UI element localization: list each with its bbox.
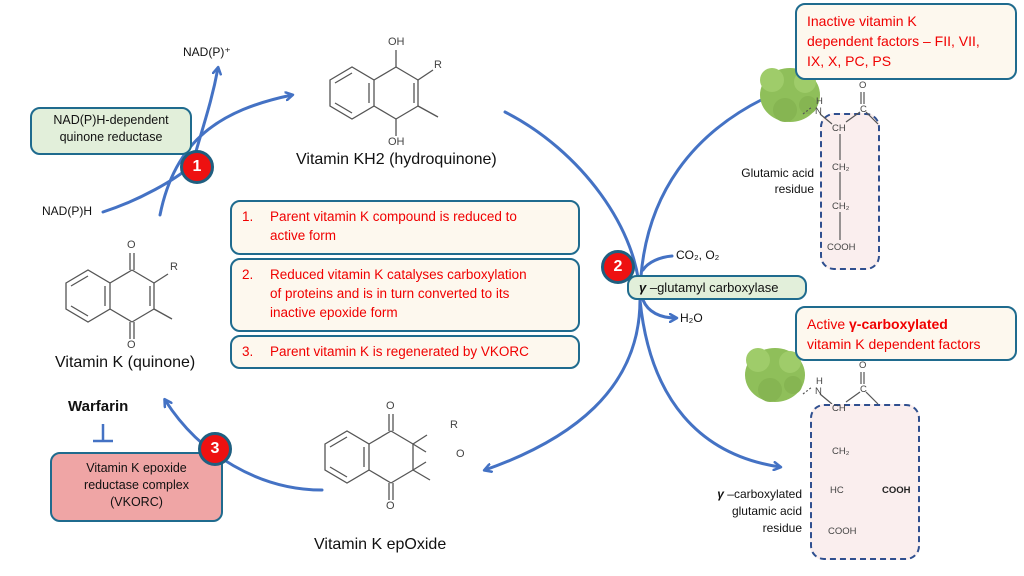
quinone-reductase-box: NAD(P)H-dependent quinone reductase <box>30 107 192 155</box>
inhibition-bar-icon <box>93 424 113 443</box>
inactive-factors-line1: Inactive vitamin K <box>807 13 917 29</box>
vkorc-line1: Vitamin K epoxide <box>86 461 187 475</box>
gamma-symbol-residue: γ <box>717 487 724 501</box>
inactive-atom-h: H <box>816 96 823 107</box>
inactive-atom-ch2a: CH₂ <box>832 162 850 173</box>
quinone-label: Vitamin K (quinone) <box>55 354 196 371</box>
nadph-label: NAD(P)H <box>42 204 92 218</box>
active-factors-line2: vitamin K dependent factors <box>807 336 981 352</box>
step-2-number: 2. <box>242 267 254 282</box>
quinone-bottom-o: O <box>127 339 136 351</box>
arrow-quinone-to-hydroquinone <box>158 95 292 217</box>
inactive-atom-o: O <box>859 80 867 91</box>
step-2-line3: inactive epoxide form <box>270 305 398 320</box>
step-note-1: 1. Parent vitamin K compound is reduced … <box>230 200 580 255</box>
active-atom-ch: CH <box>832 403 846 414</box>
step-3-line1: Parent vitamin K is regenerated by VKORC <box>270 344 529 359</box>
carboxylated-label-line1: –carboxylated <box>727 487 802 501</box>
inactive-atom-c: C <box>860 104 867 115</box>
inactive-factors-line2: dependent factors – FII, VII, <box>807 33 980 49</box>
carboxylase-box: γ –glutamyl carboxylase <box>627 275 807 300</box>
quinone-reductase-line1: NAD(P)H-dependent <box>53 113 169 127</box>
epoxide-bottom-o: O <box>386 500 395 512</box>
gamma-symbol: γ <box>639 280 647 295</box>
epoxide-top-o: O <box>386 400 395 412</box>
inactive-atom-cooh: COOH <box>827 242 856 253</box>
hydroquinone-structure <box>329 50 439 136</box>
glutamic-acid-label-line1: Glutamic acid <box>741 166 814 180</box>
step-1-number: 1. <box>242 209 254 224</box>
epoxide-r: R <box>450 419 458 431</box>
active-atom-hc: HC <box>830 485 844 496</box>
inactive-factors-line3: IX, X, PC, PS <box>807 53 892 69</box>
active-factors-box: Active γ-carboxylated vitamin K dependen… <box>795 306 1017 361</box>
active-atom-o: O <box>859 360 867 371</box>
active-atom-n: N <box>815 386 822 397</box>
glutamic-acid-label-line2: residue <box>774 182 814 196</box>
hydroquinone-bottom-oh: OH <box>388 136 405 148</box>
step-3-number: 3. <box>242 344 254 359</box>
epoxide-label: Vitamin K epOxide <box>314 536 447 553</box>
step-note-2: 2. Reduced vitamin K catalyses carboxyla… <box>230 258 580 332</box>
arrow-to-inactive-factor <box>638 96 767 302</box>
active-atom-cooh: COOH <box>828 526 857 537</box>
vkorc-box: Vitamin K epoxide reductase complex (VKO… <box>50 452 223 522</box>
active-factors-bold: γ-carboxylated <box>849 316 948 332</box>
quinone-top-o: O <box>127 239 136 251</box>
inactive-atom-ch2b: CH₂ <box>832 201 850 212</box>
inactive-factors-box: Inactive vitamin K dependent factors – F… <box>795 3 1017 80</box>
step-1-line2: active form <box>270 228 337 243</box>
step-badge-3: 3 <box>198 432 232 466</box>
glutamic-acid-label: Glutamic acid residue <box>720 165 814 197</box>
step-1-line1: Parent vitamin K compound is reduced to <box>270 209 517 224</box>
hydroquinone-label: Vitamin KH2 (hydroquinone) <box>296 151 497 168</box>
step-badge-1: 1 <box>180 150 214 184</box>
carboxylated-residue-box <box>810 404 920 560</box>
vkorc-line3: (VKORC) <box>110 495 163 509</box>
step-2-line2: of proteins and is in turn converted to … <box>270 286 510 301</box>
h2o-label: H₂O <box>680 311 703 325</box>
arrow-to-active-factor <box>638 298 780 467</box>
arrow-epoxide-to-quinone <box>165 400 324 492</box>
carboxylated-label-line2: glutamic acid <box>731 504 802 518</box>
active-atom-cooh-side: COOH <box>882 485 911 496</box>
step-2-line1: Reduced vitamin K catalyses carboxylatio… <box>270 267 527 282</box>
epoxide-structure <box>324 414 431 500</box>
carboxylated-residue-label: γ –carboxylated glutamic acid residue <box>690 486 802 537</box>
quinone-structure <box>65 253 173 339</box>
nadp-plus-label: NAD(P)⁺ <box>183 45 231 59</box>
arrow-h2o-out <box>641 298 676 318</box>
warfarin-label: Warfarin <box>68 398 129 415</box>
active-atom-h: H <box>816 376 823 387</box>
carboxylase-label: –glutamyl carboxylase <box>646 280 779 295</box>
active-atom-c: C <box>860 384 867 395</box>
active-protein-icon <box>745 348 805 402</box>
hydroquinone-top-oh: OH <box>388 36 405 48</box>
hydroquinone-r: R <box>434 59 442 71</box>
carboxylated-label-line3: residue <box>762 521 802 535</box>
quinone-reductase-line2: quinone reductase <box>59 130 163 144</box>
quinone-r: R <box>170 261 178 273</box>
step-badge-2: 2 <box>601 250 635 284</box>
active-atom-ch2: CH₂ <box>832 446 850 457</box>
active-factors-prefix: Active <box>807 316 850 332</box>
arrow-co2-in <box>641 254 674 272</box>
vkorc-line2: reductase complex <box>84 478 189 492</box>
step-note-3: 3. Parent vitamin K is regenerated by VK… <box>230 335 580 369</box>
co2-o2-label: CO₂, O₂ <box>676 248 720 262</box>
inactive-atom-n: N <box>815 106 822 117</box>
inactive-atom-ch: CH <box>832 123 846 134</box>
glutamic-acid-residue-box <box>820 113 880 270</box>
epoxide-ring-o: O <box>456 448 465 460</box>
